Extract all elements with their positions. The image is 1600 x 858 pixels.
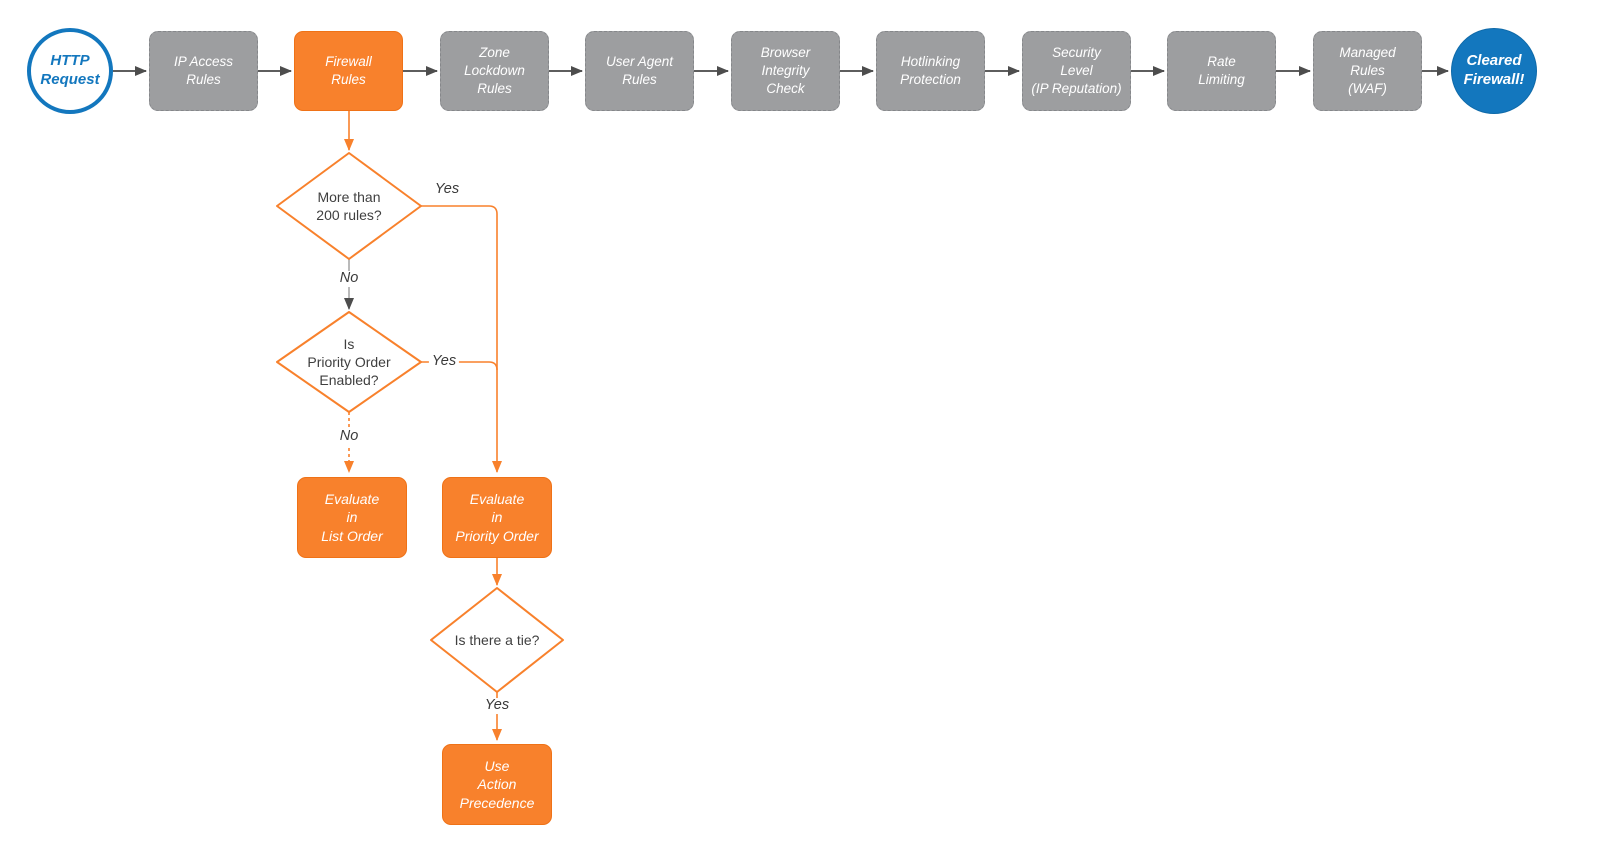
pipeline-box-managed-rules-waf: Managed Rules (WAF) bbox=[1313, 31, 1422, 111]
action-box-label: Evaluate in Priority Order bbox=[455, 490, 539, 544]
edge-label-yes-priority-enabled: Yes bbox=[428, 353, 460, 370]
pipeline-box-ip-access-rules: IP Access Rules bbox=[149, 31, 258, 111]
connector-yes-200-rules-to-priority-order-box bbox=[421, 205, 502, 473]
action-box-label: Use Action Precedence bbox=[459, 757, 535, 811]
start-node-label: HTTP Request bbox=[40, 52, 100, 88]
decision-label-priority-order-enabled: Is Priority Order Enabled? bbox=[307, 335, 391, 389]
decision-more-than-200-rules-shape bbox=[276, 152, 422, 260]
pipeline-box-rate-limiting: Rate Limiting bbox=[1167, 31, 1276, 111]
edge-label-yes-more-than-200: Yes bbox=[431, 181, 463, 198]
end-node-cleared-firewall: Cleared Firewall! bbox=[1451, 28, 1537, 114]
pipeline-box-label: User Agent Rules bbox=[605, 54, 674, 87]
pipeline-box-label: Managed Rules (WAF) bbox=[1339, 45, 1396, 96]
pipeline-box-label: Firewall Rules bbox=[325, 54, 372, 87]
pipeline-box-user-agent-rules: User Agent Rules bbox=[585, 31, 694, 111]
pipeline-box-label: Hotlinking Protection bbox=[900, 54, 961, 87]
decision-label-is-there-a-tie: Is there a tie? bbox=[454, 631, 540, 648]
pipeline-box-zone-lockdown-rules: Zone Lockdown Rules bbox=[440, 31, 549, 111]
edge-label-no-more-than-200: No bbox=[336, 270, 362, 287]
decision-is-there-a-tie-shape bbox=[430, 587, 564, 693]
pipeline-box-label: Browser Integrity Check bbox=[760, 45, 811, 96]
action-box-evaluate-priority-order: Evaluate in Priority Order bbox=[442, 477, 552, 558]
pipeline-box-label: Security Level (IP Reputation) bbox=[1031, 45, 1122, 96]
pipeline-box-label: Rate Limiting bbox=[1198, 54, 1245, 87]
edge-label-no-priority-enabled: No bbox=[336, 428, 362, 445]
pipeline-box-label: Zone Lockdown Rules bbox=[464, 45, 525, 96]
pipeline-box-security-level: Security Level (IP Reputation) bbox=[1022, 31, 1131, 111]
pipeline-box-hotlinking-protection: Hotlinking Protection bbox=[876, 31, 985, 111]
pipeline-box-label: IP Access Rules bbox=[173, 54, 234, 87]
action-box-evaluate-list-order: Evaluate in List Order bbox=[297, 477, 407, 558]
edge-label-yes-is-there-a-tie: Yes bbox=[481, 697, 513, 714]
end-node-label: Cleared Firewall! bbox=[1463, 52, 1525, 88]
action-box-use-action-precedence: Use Action Precedence bbox=[442, 744, 552, 825]
decision-label-more-than-200-rules: More than 200 rules? bbox=[316, 188, 382, 223]
connector-yes-priority-enabled-merge bbox=[421, 361, 498, 371]
action-box-label: Evaluate in List Order bbox=[321, 490, 383, 544]
pipeline-box-browser-integrity-check: Browser Integrity Check bbox=[731, 31, 840, 111]
decision-priority-order-enabled-shape bbox=[276, 311, 422, 413]
pipeline-box-firewall-rules: Firewall Rules bbox=[294, 31, 403, 111]
start-node-http-request: HTTP Request bbox=[27, 28, 113, 114]
